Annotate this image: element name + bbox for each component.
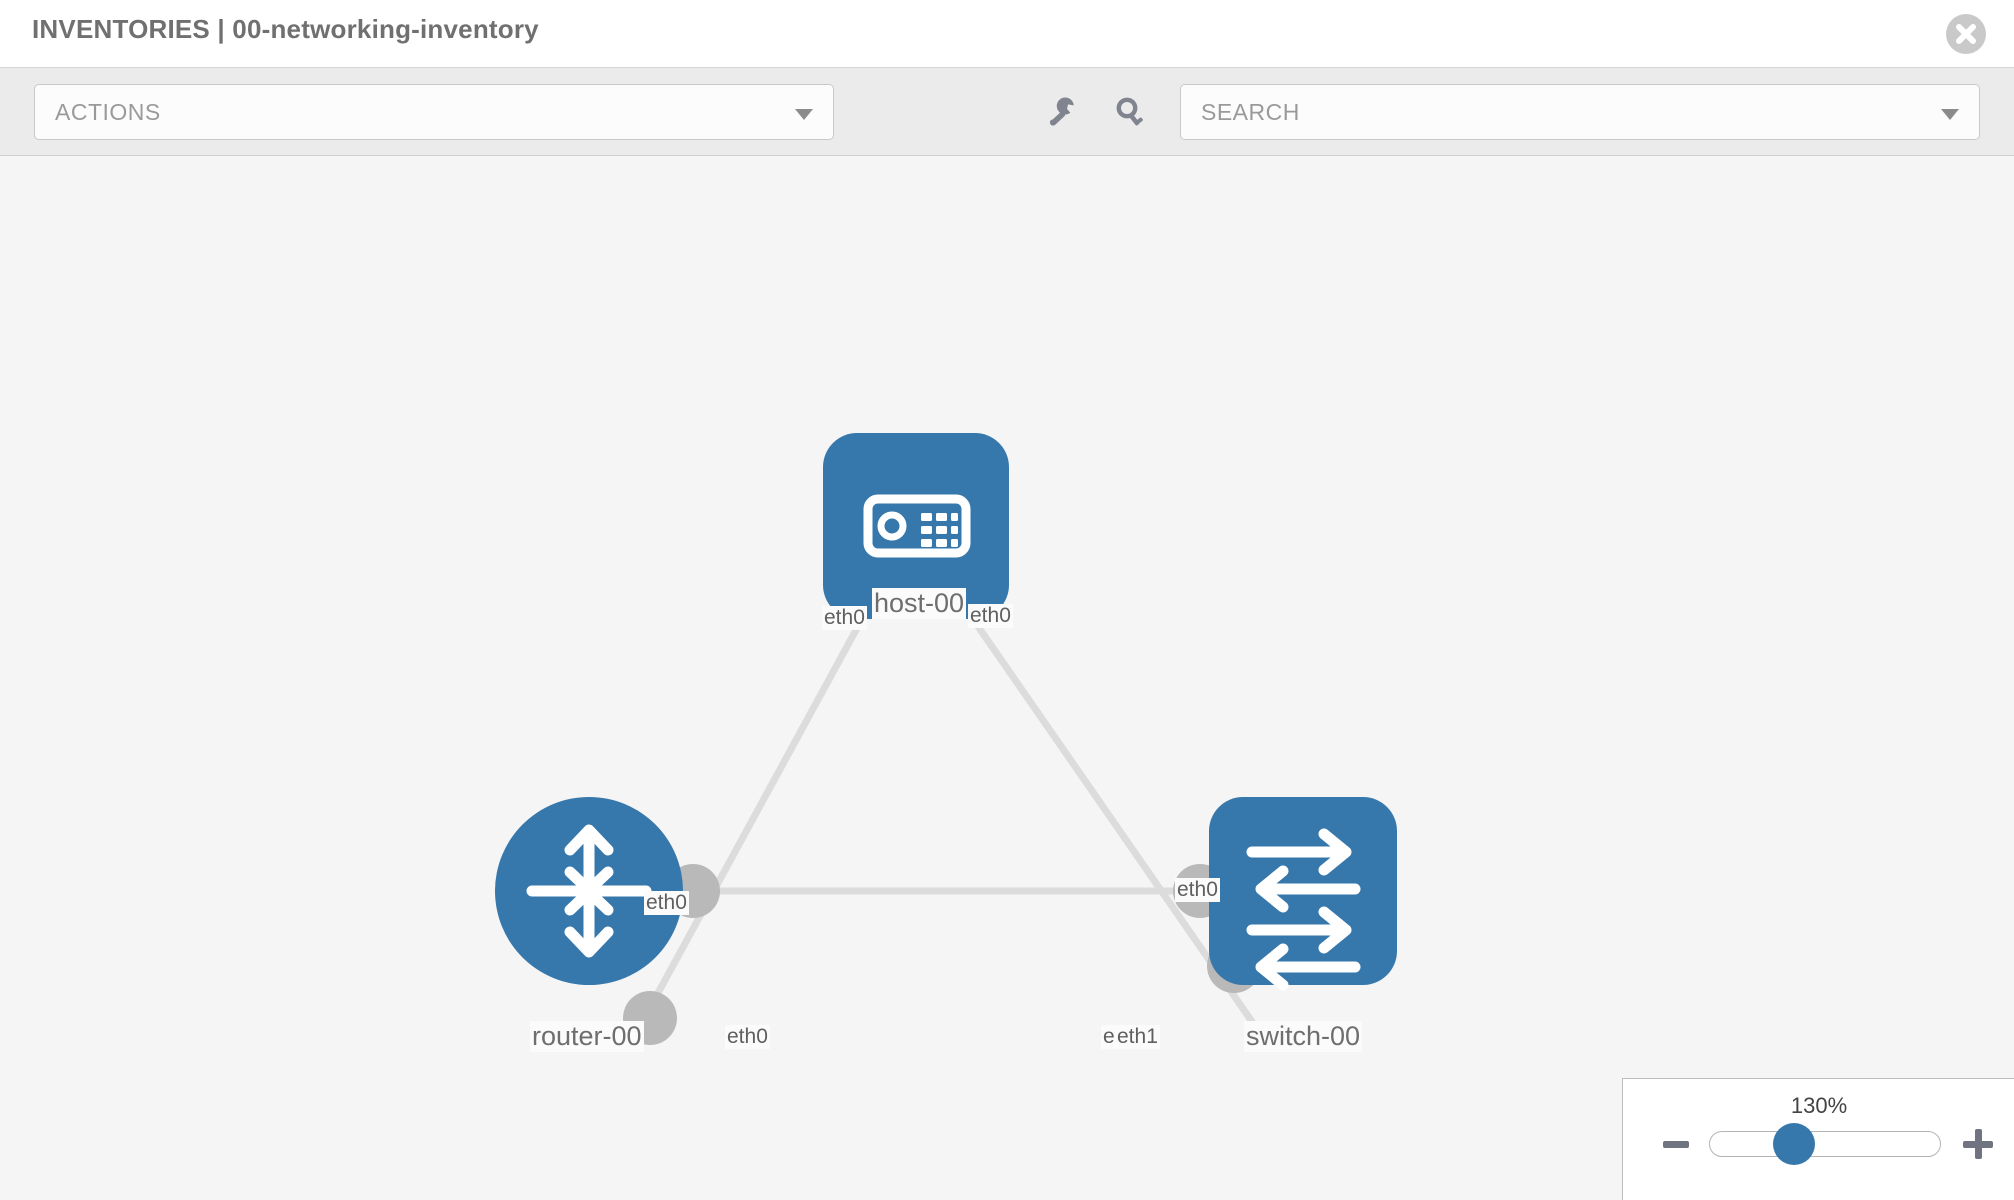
node-switch-00 [1209, 797, 1397, 991]
zoom-control-panel: 130% [1622, 1078, 2014, 1200]
zoom-slider-track[interactable] [1709, 1131, 1941, 1157]
page-header: INVENTORIES | 00-networking-inventory [0, 0, 2014, 68]
four-arrows-icon [526, 824, 652, 958]
toolbar: ACTIONS SEARCH [0, 68, 2014, 156]
node-label-router-00: router-00 [530, 1021, 644, 1052]
edge-label-router-right: eth0 [725, 1025, 770, 1049]
edge-label-host-left: eth0 [822, 606, 867, 630]
node-label-switch-00: switch-00 [1244, 1021, 1363, 1052]
chevron-down-icon [795, 109, 813, 120]
node-label-host-00: host-00 [872, 588, 967, 619]
edge-host-switch [946, 582, 1259, 1030]
edge-label-switch-up: eth0 [1175, 878, 1220, 902]
topology-canvas[interactable]: host-00 router-00 switch-00 eth0 eth0 et… [0, 156, 2014, 1200]
key-icon[interactable] [1112, 94, 1148, 130]
edge-ports [623, 554, 1261, 1045]
edge-label-host-right: eth0 [968, 604, 1013, 628]
search-placeholder: SEARCH [1201, 99, 1300, 125]
edge-host-router [636, 582, 884, 1030]
node-router-00 [495, 797, 683, 985]
edge-links [636, 582, 1259, 1030]
topology-graph [495, 433, 1397, 1045]
zoom-slider-thumb[interactable] [1773, 1123, 1815, 1165]
minus-icon[interactable] [1663, 1141, 1689, 1148]
node-host-00 [823, 433, 1009, 619]
switch-arrows-icon [1246, 828, 1361, 991]
chevron-down-icon[interactable] [1941, 109, 1959, 120]
close-icon[interactable] [1946, 14, 1986, 54]
search-input[interactable]: SEARCH [1180, 84, 1980, 140]
edge-label-switch-left: eth1 [1115, 1025, 1160, 1049]
wrench-icon[interactable] [1044, 94, 1080, 130]
page-title: INVENTORIES | 00-networking-inventory [32, 14, 539, 44]
server-appliance-icon [863, 494, 971, 558]
actions-dropdown-label: ACTIONS [55, 99, 161, 125]
plus-icon[interactable] [1963, 1129, 1993, 1159]
zoom-percent-label: 130% [1790, 1093, 1848, 1118]
actions-dropdown[interactable]: ACTIONS [34, 84, 834, 140]
edge-label-router-up: eth0 [644, 891, 689, 915]
